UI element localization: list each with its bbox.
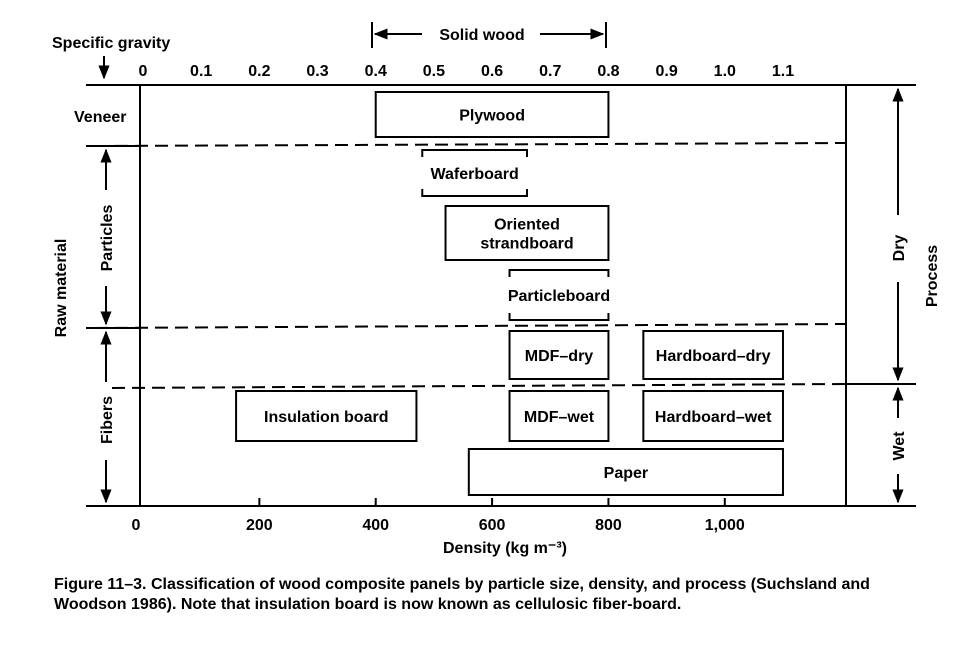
waferboard-label: Waferboard xyxy=(430,166,518,183)
osb-box xyxy=(444,205,610,261)
osb-label: Oriented xyxy=(494,217,560,234)
insulation-board-box xyxy=(235,390,418,442)
wet-label: Wet xyxy=(891,431,908,461)
specific-gravity-tick: 0 xyxy=(139,63,148,80)
specific-gravity-label: Specific gravity xyxy=(52,35,170,52)
specific-gravity-ticks: 0 0.1 0.2 0.3 0.4 0.5 0.6 0.7 0.8 0.9 1.0 1.1 xyxy=(139,63,795,80)
hardboard-wet-label: Hardboard–wet xyxy=(655,409,772,426)
mdf-dry-panel: MDF–dry xyxy=(508,330,610,380)
wood-composite-diagram: Specific gravity Solid wood 0 0.1 0.2 0.3 0.… xyxy=(52,22,941,557)
specific-gravity-tick: 0.7 xyxy=(539,63,561,80)
figure-caption: Figure 11–3. Classification of wood comp… xyxy=(54,576,870,613)
veneer-particles-divider xyxy=(94,142,847,147)
particleboard-panel: Particleboard xyxy=(508,269,610,321)
density-tick: 200 xyxy=(246,517,273,534)
mdf-wet-panel: MDF–wet xyxy=(508,390,610,442)
particleboard-bracket-top xyxy=(508,269,610,277)
plywood-box xyxy=(374,91,610,138)
specific-gravity-tick: 0.3 xyxy=(306,63,328,80)
specific-gravity-tick: 1.1 xyxy=(772,63,794,80)
density-ticks: 0 200 400 600 800 1,000 xyxy=(132,498,745,534)
hardboard-wet-box xyxy=(642,390,784,442)
solid-wood-label: Solid wood xyxy=(439,27,524,44)
specific-gravity-tick: 0.5 xyxy=(423,63,445,80)
specific-gravity-tick: 1.0 xyxy=(714,63,736,80)
osb-label: strandboard xyxy=(480,236,573,253)
density-tick: 600 xyxy=(479,517,506,534)
plot-frame xyxy=(139,84,847,507)
hardboard-dry-panel: Hardboard–dry xyxy=(642,330,784,380)
paper-label: Paper xyxy=(604,465,648,482)
process-label: Process xyxy=(924,245,941,307)
density-tick: 400 xyxy=(362,517,389,534)
waferboard-panel: Waferboard xyxy=(421,149,528,197)
density-tick: 0 xyxy=(132,517,141,534)
veneer-label: Veneer xyxy=(74,109,126,126)
density-tick: 800 xyxy=(595,517,622,534)
specific-gravity-tick: 0.8 xyxy=(597,63,619,80)
hardboard-wet-panel: Hardboard–wet xyxy=(642,390,784,442)
mdf-dry-box xyxy=(508,330,610,380)
paper-panel: Paper xyxy=(467,448,784,496)
mdf-wet-label: MDF–wet xyxy=(524,409,595,426)
specific-gravity-tick: 0.1 xyxy=(190,63,212,80)
particles-fibers-divider xyxy=(94,323,847,329)
dry-wet-divider xyxy=(111,383,847,389)
waferboard-bracket-top xyxy=(421,149,528,157)
osb-panel: Oriented strandboard xyxy=(444,205,610,261)
raw-material-label: Raw material xyxy=(53,239,70,338)
fibers-label: Fibers xyxy=(99,396,116,444)
particleboard-label: Particleboard xyxy=(508,288,610,305)
specific-gravity-tick: 0.4 xyxy=(365,63,387,80)
density-tick: 1,000 xyxy=(705,517,745,534)
density-axis-label: Density (kg m⁻³) xyxy=(443,540,567,557)
dry-label: Dry xyxy=(891,235,908,262)
mdf-dry-label: MDF–dry xyxy=(525,348,594,365)
plywood-label: Plywood xyxy=(459,108,525,125)
insulation-board-panel: Insulation board xyxy=(235,390,418,442)
mdf-wet-box xyxy=(508,390,610,442)
hardboard-dry-box xyxy=(642,330,784,380)
particleboard-bracket-bottom xyxy=(508,313,610,321)
particles-label: Particles xyxy=(99,205,116,272)
specific-gravity-tick: 0.2 xyxy=(248,63,270,80)
insulation-board-label: Insulation board xyxy=(264,409,388,426)
waferboard-bracket-bottom xyxy=(421,189,528,197)
specific-gravity-tick: 0.6 xyxy=(481,63,503,80)
hardboard-dry-label: Hardboard–dry xyxy=(656,348,771,365)
plywood-panel: Plywood xyxy=(374,91,610,138)
specific-gravity-tick: 0.9 xyxy=(655,63,677,80)
paper-box xyxy=(467,448,784,496)
